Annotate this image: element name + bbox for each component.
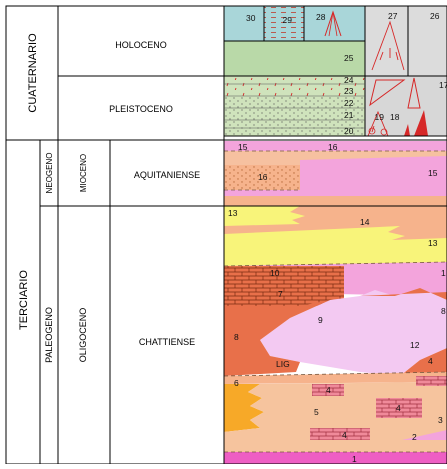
label-terciario: TERCIARIO [18, 270, 30, 330]
unit-19-label: 19 [375, 112, 385, 122]
unit-4d-label: 4 [342, 430, 347, 440]
unit-30-label: 30 [246, 13, 256, 23]
unit-13b-label: 13 [428, 238, 438, 248]
unit-4-brick-c [310, 428, 370, 440]
unit-29-box [264, 6, 304, 41]
unit-24-ticks [224, 76, 365, 84]
unit-4-brick-d [416, 376, 447, 386]
unit-2-label: 2 [412, 432, 417, 442]
unit-4-brick-b [376, 398, 422, 418]
unit-27-label: 27 [388, 11, 398, 21]
unit-9-lavender [260, 288, 447, 376]
unit-11-label: 1 [441, 268, 446, 278]
unit-13b-yellow-tongue [224, 226, 447, 266]
unit-10-label: 10 [270, 268, 280, 278]
unit-7-bricks [230, 276, 290, 306]
unit-6-label: 6 [234, 378, 239, 388]
unit-17-label: 17 [439, 80, 447, 90]
unit-1-label: 1 [352, 454, 357, 464]
unit-29-label: 29 [283, 15, 293, 25]
unit-4b-label: 4 [428, 356, 433, 366]
unit-26-box [408, 6, 447, 76]
unit-5-label: 5 [314, 407, 319, 417]
unit-6-orange [224, 384, 264, 432]
unit-13-yellow-tongue [224, 206, 305, 226]
label-cuaternario: CUATERNARIO [27, 33, 39, 113]
label-chattiense: CHATTIENSE [139, 337, 195, 347]
unit-15-pink-wedge [224, 156, 447, 196]
unit-21-label: 21 [344, 110, 354, 120]
unit-9-label: 9 [318, 315, 323, 325]
unit-27-fan-icon [371, 20, 405, 71]
lig-band [224, 372, 447, 384]
pleistocene-fan-zone [365, 76, 447, 136]
unit-3-shape [402, 430, 447, 440]
unit-20-label: 20 [344, 126, 354, 136]
unit-4a-label: 4 [326, 385, 331, 395]
unit-15-fill [224, 141, 447, 151]
unit-23-label: 23 [344, 86, 354, 96]
unit-15b-label: 15 [428, 168, 438, 178]
unit-8a-label: 8 [441, 306, 446, 316]
label-aquitaniense: AQUITANIENSE [134, 170, 200, 180]
unit-12-orange [360, 288, 447, 300]
label-oligoceno: OLIGOCENO [78, 308, 88, 363]
unit-16a-label: 16 [328, 142, 338, 152]
unit-24-label: 24 [344, 75, 354, 85]
lig-label: LIG [276, 359, 290, 369]
unit-22-label: 22 [344, 98, 354, 108]
unit-12-label: 12 [410, 340, 420, 350]
label-paleogeno: PALEOGENO [44, 307, 54, 363]
unit-13a-label: 13 [228, 208, 238, 218]
label-neogeno: NEOGENO [45, 153, 54, 194]
unit-30-box [224, 6, 264, 41]
unit-4c-label: 4 [396, 403, 401, 413]
unit-15a-label: 15 [238, 142, 248, 152]
unit-26-label: 26 [430, 11, 440, 21]
unit-28-label: 28 [316, 12, 326, 22]
unit-14-label: 14 [360, 217, 370, 227]
unit-17-triangle-icon [369, 79, 406, 107]
unit-28-box [304, 6, 365, 41]
unit-23-ticks [224, 84, 365, 96]
unit-1-base [224, 452, 447, 464]
unit-8-brick-orange [224, 300, 330, 376]
unit-3-label: 3 [438, 415, 443, 425]
unit-25-label: 25 [344, 53, 354, 63]
unit-7-label: 7 [278, 289, 283, 299]
label-pleistoceno: PLEISTOCENO [109, 104, 173, 114]
unit-8b-label: 8 [234, 332, 239, 342]
unit-16b-label: 16 [258, 172, 268, 182]
red-triangle-icon [414, 110, 428, 136]
label-mioceno: MIOCENO [79, 154, 88, 192]
unit-18-label: 18 [390, 112, 400, 122]
unit-4-brick-a [312, 384, 344, 396]
label-holoceno: HOLOCENO [115, 40, 167, 50]
